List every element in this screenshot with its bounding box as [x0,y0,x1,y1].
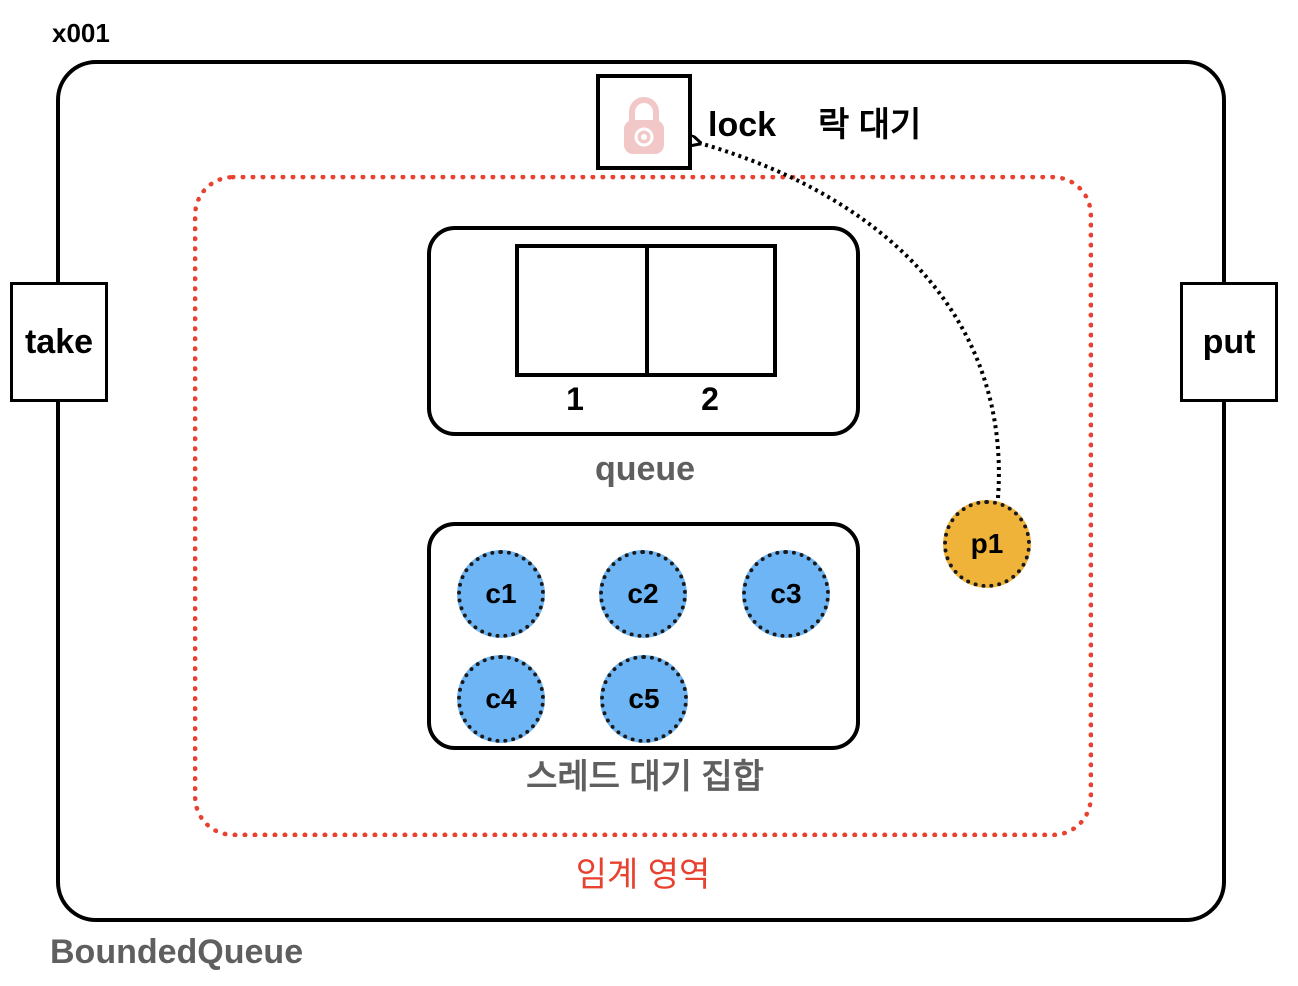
queue-label: queue [594,450,696,488]
producer-thread-p1: p1 [943,500,1031,588]
lock-label: lock [708,106,777,144]
thread-label: c2 [627,578,659,609]
consumer-thread-c1: c1 [457,550,545,638]
critical-section-border [193,175,1093,837]
thread-label: c5 [628,683,660,714]
bounded-queue-box [56,60,1226,922]
queue-slot-1-number: 1 [566,381,584,417]
thread-wait-set-label: 스레드 대기 집합 [526,758,764,796]
consumer-thread-c5: c5 [600,655,688,743]
class-name: BoundedQueue [50,933,304,971]
thread-label: c4 [485,683,517,714]
take-method-box: take [10,282,108,402]
consumer-thread-c4: c4 [457,655,545,743]
lock-box [596,74,692,170]
queue-slot-2 [645,244,777,377]
lock-icon [624,97,664,154]
put-method-label: put [1202,322,1256,361]
thread-label: c1 [485,578,517,609]
critical-section-label: 임계 영역 [575,856,711,894]
put-method-box: put [1180,282,1278,402]
consumer-thread-c3: c3 [742,550,830,638]
thread-wait-set-box [427,522,860,750]
take-method-label: take [24,322,94,361]
queue-slot-2-number: 2 [701,381,719,417]
queue-box [427,226,860,436]
thread-label: p1 [970,528,1004,559]
waiting-for-lock-arrow [696,142,1001,499]
thread-label: c3 [770,578,802,609]
consumer-thread-c2: c2 [599,550,687,638]
instance-id: x001 [52,18,110,48]
lock-wait-label: 락 대기 [818,106,922,144]
